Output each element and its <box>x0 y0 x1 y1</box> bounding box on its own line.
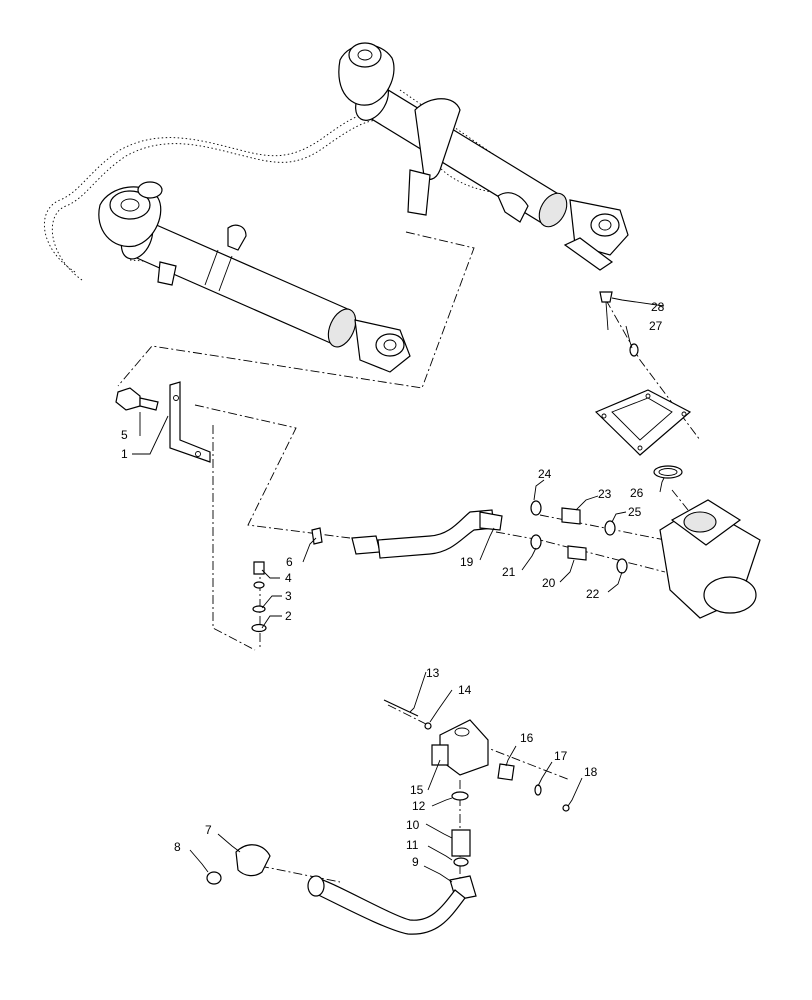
callout-8: 8 <box>174 840 181 854</box>
callout-28: 28 <box>651 300 665 314</box>
callout-labels: 1 2 3 4 5 6 7 8 9 10 11 12 13 14 15 16 1… <box>121 300 665 869</box>
callout-1: 1 <box>121 447 128 461</box>
callout-27: 27 <box>649 319 663 333</box>
callout-25: 25 <box>628 505 642 519</box>
callout-14: 14 <box>458 683 472 697</box>
callout-26: 26 <box>630 486 644 500</box>
bracket-assembly <box>115 381 267 633</box>
callout-11: 11 <box>406 838 419 852</box>
leader-lines <box>132 297 665 883</box>
assembly-dash-lines <box>117 231 701 883</box>
callout-3: 3 <box>285 589 292 603</box>
callout-21: 21 <box>502 565 516 579</box>
callout-18: 18 <box>584 765 598 779</box>
callout-4: 4 <box>285 571 292 585</box>
callout-13: 13 <box>426 666 440 680</box>
callout-7: 7 <box>205 823 212 837</box>
swivel-housing <box>594 389 761 619</box>
callout-24: 24 <box>538 467 552 481</box>
upper-cylinder <box>338 42 629 271</box>
callout-9: 9 <box>412 855 419 869</box>
callout-23: 23 <box>598 487 612 501</box>
lower-valve-assembly <box>206 699 570 935</box>
callout-22: 22 <box>586 587 600 601</box>
callout-5: 5 <box>121 428 128 442</box>
callout-19: 19 <box>460 555 474 569</box>
callout-2: 2 <box>285 609 292 623</box>
middle-hose <box>311 291 639 574</box>
callout-15: 15 <box>410 783 424 797</box>
left-cylinder <box>98 181 411 373</box>
callout-16: 16 <box>520 731 534 745</box>
callout-12: 12 <box>412 799 426 813</box>
callout-6: 6 <box>286 555 293 569</box>
callout-10: 10 <box>406 818 420 832</box>
callout-17: 17 <box>554 749 568 763</box>
callout-20: 20 <box>542 576 556 590</box>
